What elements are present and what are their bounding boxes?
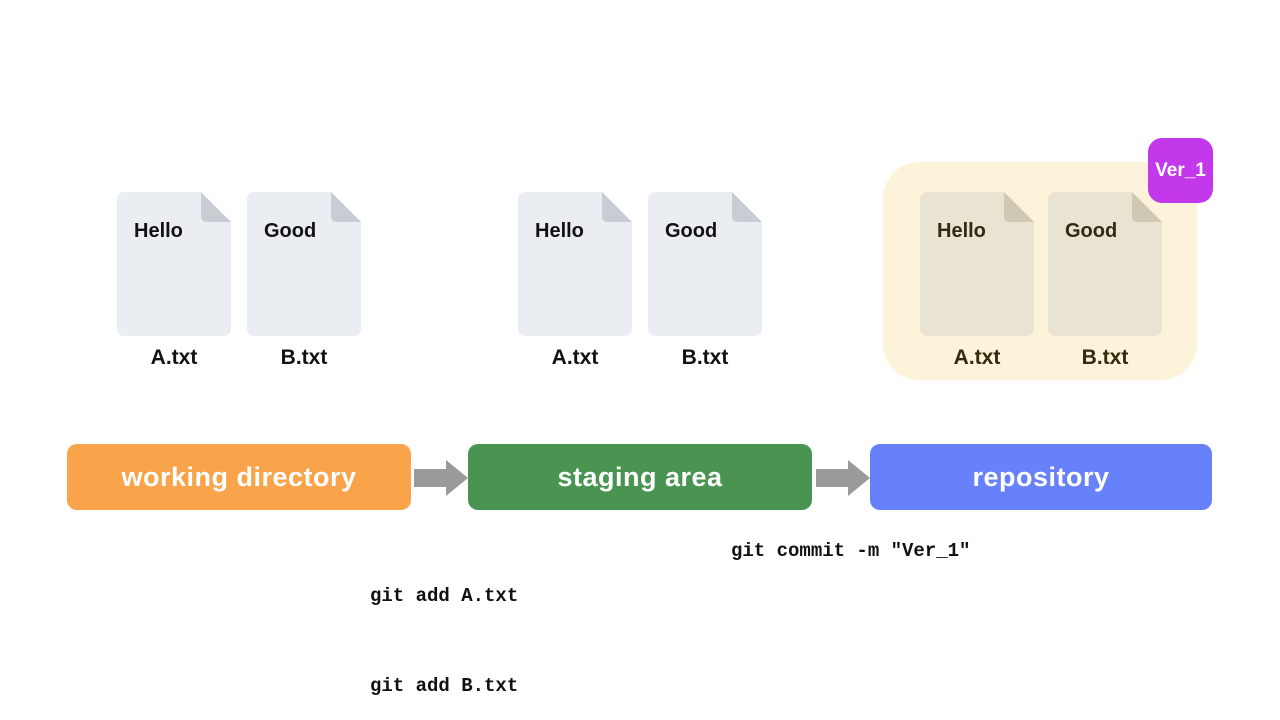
repo-file-a: Hello A.txt <box>920 192 1034 370</box>
staging-file-a: Hello A.txt <box>518 192 632 370</box>
file-content: Hello <box>134 220 183 242</box>
working-dir-file-b: Good B.txt <box>247 192 361 370</box>
git-commit-command: git commit -m "Ver_1" <box>731 540 971 562</box>
folded-corner-icon <box>331 192 361 222</box>
file-content: Good <box>665 220 718 242</box>
file-name-label: A.txt <box>953 346 1001 369</box>
file-content: Good <box>1065 220 1118 242</box>
arrow-right-icon <box>414 458 468 498</box>
folded-corner-icon <box>732 192 762 222</box>
file-icon: Hello <box>518 192 632 336</box>
git-add-commands: git add A.txt git add B.txt <box>370 521 518 720</box>
file-name-label: B.txt <box>280 346 328 369</box>
working-dir-file-a: Hello A.txt <box>117 192 231 370</box>
file-name-label: A.txt <box>150 346 198 369</box>
arrow-right-icon <box>816 458 870 498</box>
git-add-command-b: git add B.txt <box>370 675 519 697</box>
file-content: Hello <box>535 220 584 242</box>
file-content: Hello <box>937 220 986 242</box>
document-icon <box>648 192 762 336</box>
staging-area-label: staging area <box>468 444 812 510</box>
repo-file-b: Good B.txt <box>1048 192 1162 370</box>
file-name-label: A.txt <box>551 346 599 369</box>
file-icon: Good <box>1048 192 1162 336</box>
folded-corner-icon <box>1132 192 1162 222</box>
folded-corner-icon <box>201 192 231 222</box>
document-icon <box>518 192 632 336</box>
file-name-label: B.txt <box>681 346 729 369</box>
staging-file-b: Good B.txt <box>648 192 762 370</box>
folded-corner-icon <box>602 192 632 222</box>
file-icon: Hello <box>117 192 231 336</box>
document-icon <box>920 192 1034 336</box>
file-name-label: B.txt <box>1081 346 1129 369</box>
version-tag-badge: Ver_1 <box>1148 138 1213 203</box>
document-icon <box>247 192 361 336</box>
file-icon: Hello <box>920 192 1034 336</box>
file-icon: Good <box>648 192 762 336</box>
git-add-command-a: git add A.txt <box>370 585 519 607</box>
file-icon: Good <box>247 192 361 336</box>
folded-corner-icon <box>1004 192 1034 222</box>
working-directory-label: working directory <box>67 444 411 510</box>
file-content: Good <box>264 220 317 242</box>
document-icon <box>1048 192 1162 336</box>
document-icon <box>117 192 231 336</box>
repository-label: repository <box>870 444 1212 510</box>
